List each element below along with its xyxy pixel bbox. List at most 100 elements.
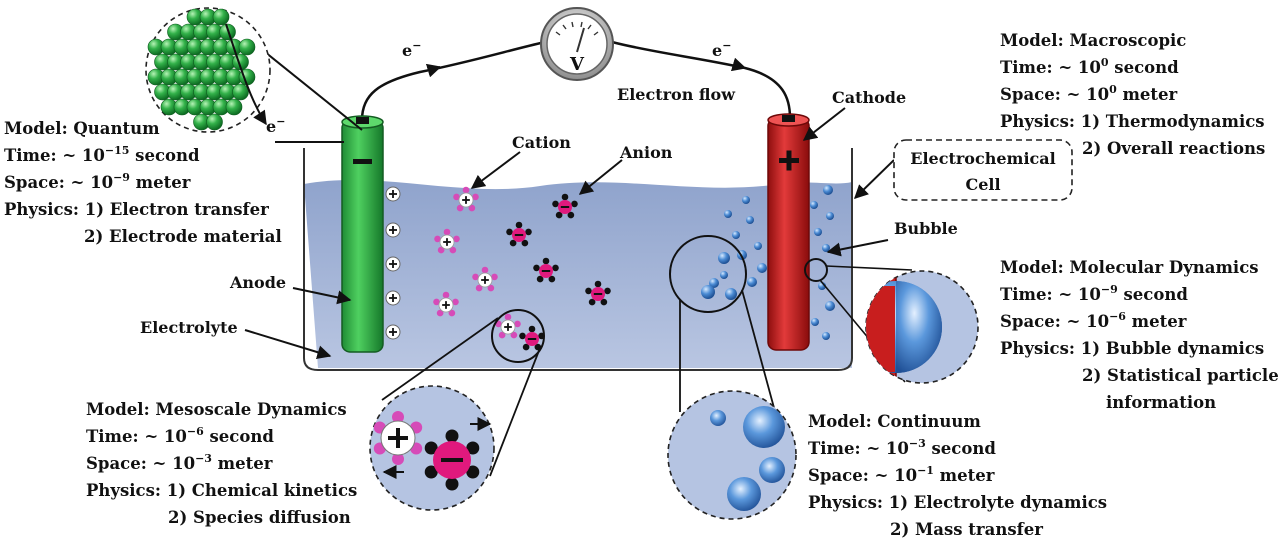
electrolyte-arrow [244, 329, 332, 360]
gas-bubble [825, 301, 835, 311]
solvation-shell [466, 441, 480, 455]
anode-label: Anode [229, 273, 286, 292]
solvation-shell [424, 465, 438, 479]
molecular-physics-3: information [1106, 393, 1216, 412]
cation-label: Cation [512, 133, 571, 152]
bubble-label: Bubble [894, 219, 958, 238]
cation [453, 186, 479, 212]
continuum-bubble [759, 457, 785, 483]
gas-bubble [823, 185, 833, 195]
mesoscale-zoom-line-1 [381, 317, 499, 401]
electrode-atom [206, 113, 223, 131]
continuum-model-block: Model: Continuum Time: ~ 10−3 second Spa… [808, 412, 1107, 539]
gas-bubble [732, 231, 740, 239]
macroscopic-space: Space: ~ 100 meter [1000, 83, 1178, 104]
mesoscale-time: Time: ~ 10−6 second [86, 425, 274, 446]
electron-label-right: e− [712, 39, 731, 60]
gas-bubble [709, 278, 719, 288]
electrode-atom [212, 8, 230, 26]
quantum-space: Space: ~ 10−9 meter [4, 171, 191, 192]
mesoscale-physics-2: 2) Species diffusion [168, 508, 351, 527]
gas-bubble [724, 210, 732, 218]
cell-label-line1: Electrochemical [910, 149, 1055, 168]
quantum-model-block: Model: Quantum Time: ~ 10−15 second Spac… [4, 119, 282, 246]
md-source-circle [804, 258, 828, 282]
ions [433, 186, 611, 351]
anion-arrow [578, 159, 623, 195]
gas-bubble [747, 277, 757, 287]
bubbles [701, 185, 835, 340]
gas-bubble [754, 242, 762, 250]
gas-bubble [757, 263, 767, 273]
continuum-model: Model: Continuum [808, 412, 981, 431]
electrode-atom [238, 38, 256, 56]
mesoscale-zoom-line-2 [489, 347, 541, 477]
continuum-bubble [710, 410, 726, 426]
anode-electrode [341, 115, 384, 353]
gas-bubble [742, 196, 750, 204]
md-zoom-line-1 [825, 265, 913, 271]
solvation-shell [445, 477, 459, 491]
continuum-source-circle [669, 235, 747, 313]
cathode-label: Cathode [832, 88, 906, 107]
cation-arrow [470, 151, 521, 189]
gas-bubble [701, 285, 715, 299]
quantum-electron-path [225, 23, 267, 126]
anion [533, 257, 559, 283]
continuum-bubble [727, 477, 761, 511]
surface-positive-charge [385, 290, 401, 306]
electron-arrow-right [730, 57, 747, 72]
voltmeter: V [540, 7, 614, 81]
gas-bubble [826, 212, 834, 220]
solvation-shell [466, 465, 480, 479]
gas-bubble [746, 216, 754, 224]
continuum-physics-1: Physics: 1) Electrolyte dynamics [808, 493, 1107, 512]
continuum-bubbles [710, 406, 785, 511]
cell-arrow [853, 159, 895, 199]
molecular-space: Space: ~ 10−6 meter [1000, 310, 1187, 331]
continuum-time: Time: ~ 10−3 second [808, 437, 996, 458]
anode-arrow [292, 287, 352, 305]
surface-positive-charge [385, 324, 401, 340]
electrolyte-label: Electrolyte [140, 318, 238, 337]
macroscopic-time: Time: ~ 100 second [1000, 56, 1179, 77]
mesoscale-ion-pair [373, 411, 492, 491]
macroscopic-model: Model: Macroscopic [1000, 31, 1186, 50]
anion [519, 325, 545, 351]
quantum-physics-1: Physics: 1) Electron transfer [4, 200, 269, 219]
anion [506, 221, 532, 247]
surface-positive-charge [385, 256, 401, 272]
macroscopic-physics-1: Physics: 1) Thermodynamics [1000, 112, 1265, 131]
quantum-electron-label: e− [266, 115, 285, 136]
electrode-atom [219, 23, 236, 41]
continuum-bubble [743, 406, 785, 448]
solvation-shell [424, 441, 438, 455]
anode-surface-charges [385, 186, 401, 340]
cell-label-line2: Cell [965, 175, 1000, 194]
gas-bubble [811, 318, 819, 326]
anion [552, 193, 578, 219]
electrochemical-cell-box [893, 139, 1073, 201]
gas-bubble [822, 244, 830, 252]
mesoscale-space: Space: ~ 10−3 meter [86, 452, 273, 473]
quantum-time: Time: ~ 10−15 second [4, 144, 200, 165]
mesoscale-model: Model: Mesoscale Dynamics [86, 400, 347, 419]
macroscopic-physics-2: 2) Overall reactions [1082, 139, 1265, 158]
solvation-shell [392, 411, 404, 423]
gas-bubble [822, 332, 830, 340]
surface-positive-charge [385, 222, 401, 238]
cathode-electrode [767, 113, 810, 351]
bubble-arrow [826, 239, 889, 257]
voltmeter-label: V [569, 54, 585, 75]
gas-bubble [810, 201, 818, 209]
electrolyte [304, 179, 852, 368]
electrode-atom-lattice [147, 8, 256, 131]
gas-bubble [814, 228, 822, 236]
quantum-model: Model: Quantum [4, 119, 160, 138]
anion [585, 280, 611, 306]
molecular-physics-1: Physics: 1) Bubble dynamics [1000, 339, 1264, 358]
electron-flow-label: Electron flow [617, 85, 736, 104]
anion-label: Anion [619, 143, 673, 162]
continuum-space: Space: ~ 10−1 meter [808, 464, 995, 485]
